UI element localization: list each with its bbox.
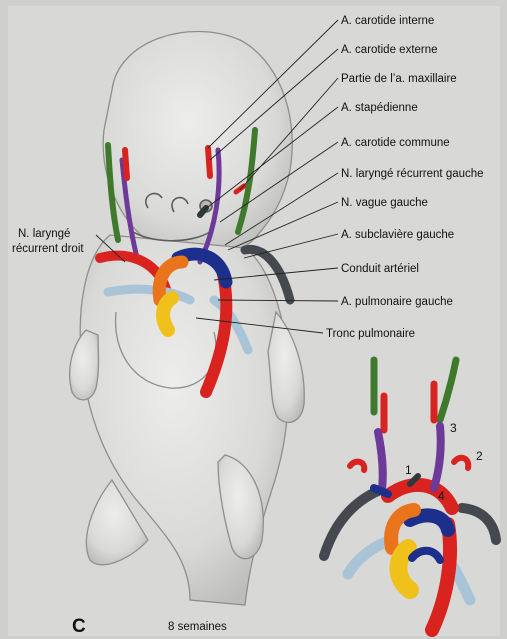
left-external-carotid-tip: [208, 148, 210, 176]
label-larynge-droit-line1: N. laryngé: [18, 228, 70, 240]
label-stapedienne: A. stapédienne: [341, 102, 418, 114]
inset-right-common-carotid: [378, 432, 383, 490]
arch-number-4: 4: [438, 489, 445, 503]
arch-number-3: 3: [450, 421, 457, 435]
label-tronc-pulmonaire: Tronc pulmonaire: [326, 328, 415, 340]
label-pulmonaire-gauche: A. pulmonaire gauche: [341, 296, 453, 308]
label-vague-gauche: N. vague gauche: [341, 197, 428, 209]
label-conduit-arteriel: Conduit artériel: [341, 263, 419, 275]
inset-right-blue-node: [374, 488, 388, 494]
label-maxillaire: Partie de l’a. maxillaire: [341, 73, 457, 85]
panel-letter: C: [72, 616, 86, 637]
arch-number-2: 2: [476, 449, 483, 463]
label-carotide-commune: A. carotide commune: [341, 137, 450, 149]
label-carotide-externe: A. carotide externe: [341, 44, 438, 56]
label-larynge-droit-line2: récurrent droit: [12, 243, 84, 255]
label-carotide-interne: A. carotide interne: [341, 15, 434, 27]
label-subclaviere-gauche: A. subclavière gauche: [341, 229, 454, 241]
right-external-carotid-tip: [125, 150, 127, 178]
arch-number-1: 1: [405, 463, 412, 477]
label-larynge-recurrent-gauche: N. laryngé récurrent gauche: [341, 168, 484, 180]
figure-caption: 8 semaines: [168, 621, 227, 633]
